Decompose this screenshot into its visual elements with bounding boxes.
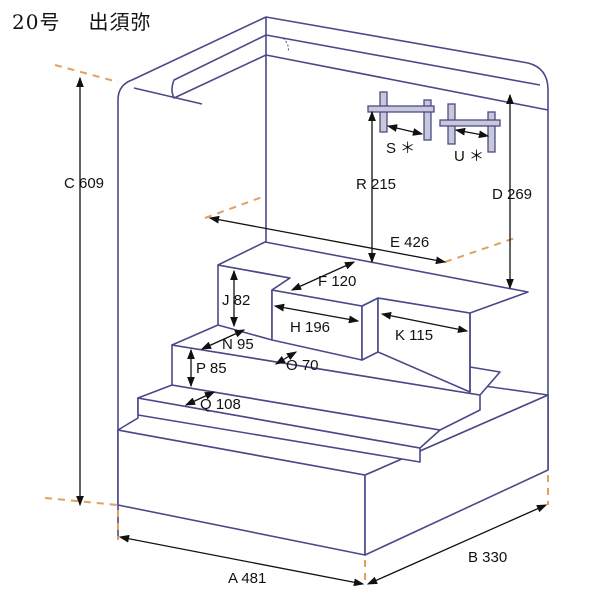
dim-label-c: C 609 (64, 175, 104, 192)
dim-label-a: A 481 (228, 570, 266, 587)
dim-label-e: E 426 (390, 234, 429, 251)
product-name: 出須弥 (88, 10, 152, 34)
dim-label-h: H 196 (290, 319, 330, 336)
dim-label-f: F 120 (318, 273, 356, 290)
dim-label-j: J 82 (222, 292, 250, 309)
dim-label-q: Q 108 (200, 396, 241, 413)
dim-label-d: D 269 (492, 186, 532, 203)
dim-label-n: N 95 (222, 336, 254, 353)
model-number: 20号 (12, 10, 61, 34)
dim-label-r: R 215 (356, 176, 396, 193)
diagram-title: 20号 出須弥 (12, 6, 151, 35)
dimension-arrows (76, 76, 548, 587)
pipe-fittings (367, 91, 501, 153)
dim-label-k: K 115 (395, 327, 433, 344)
dim-label-u: U ＊ (454, 148, 484, 165)
dim-label-s: S ＊ (386, 140, 415, 157)
dim-label-b: B 330 (468, 549, 507, 566)
dim-label-p: P 85 (196, 360, 227, 377)
dim-label-o: O 70 (286, 357, 319, 374)
guide-lines (44, 64, 549, 585)
cabinet-outline (117, 16, 549, 540)
